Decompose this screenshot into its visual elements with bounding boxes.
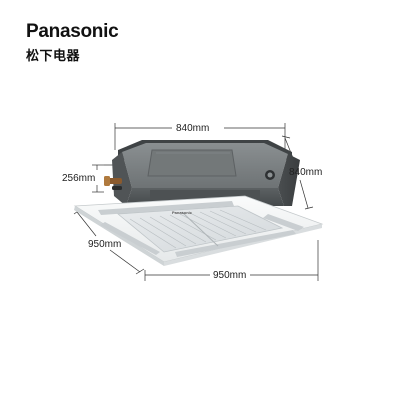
ceiling-panel: Panasonic (73, 195, 324, 266)
dim-height: 256mm (62, 173, 95, 184)
brand-subtitle: 松下电器 (26, 49, 81, 64)
brand-name: Panasonic (26, 21, 119, 42)
dim-top-width: 840mm (176, 123, 209, 134)
panel-logo: Panasonic (172, 210, 193, 215)
dimension-labels: 840mm 840mm 256mm 950mm 950mm (62, 123, 322, 281)
brand-logo: Panasonic 松下电器 (26, 21, 119, 65)
dim-panel-depth: 950mm (88, 239, 121, 250)
dim-panel-width: 950mm (213, 270, 246, 281)
indoor-unit-body (104, 140, 300, 206)
dim-top-depth: 840mm (289, 167, 322, 178)
